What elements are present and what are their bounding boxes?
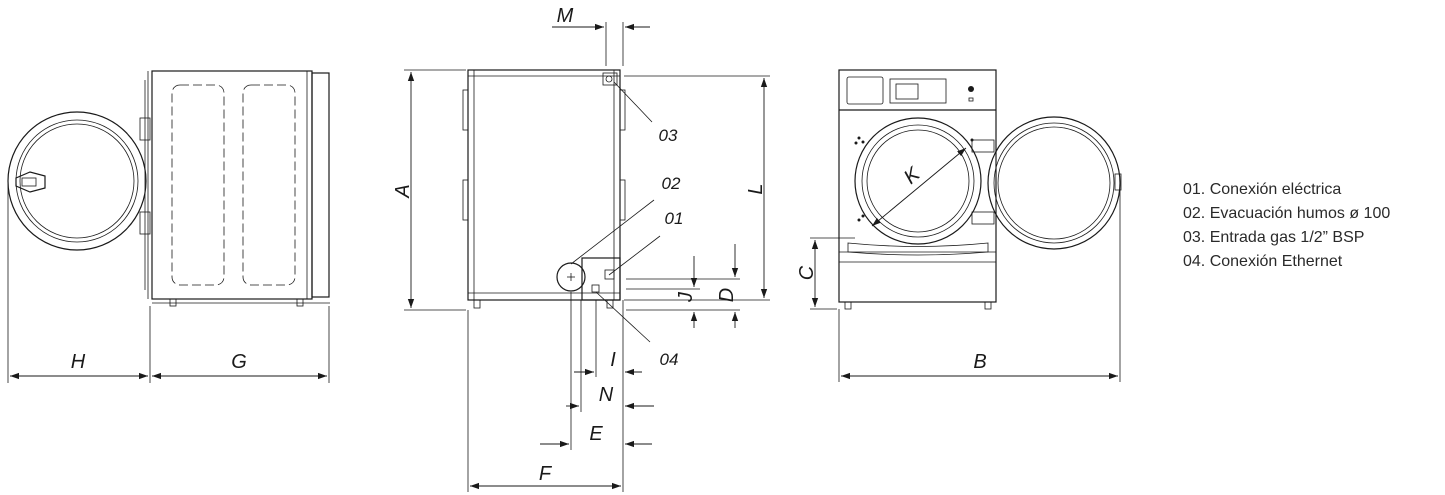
dim-label-e: E: [589, 423, 603, 445]
dim-label-h: H: [71, 351, 86, 373]
rear-foot: [473, 299, 481, 309]
ethernet-connection: [591, 284, 600, 293]
rear-foot: [606, 299, 614, 309]
dim-label-f: F: [539, 463, 553, 485]
dim-label-l: L: [745, 183, 767, 194]
dim-label-j: J: [675, 291, 697, 303]
side-hinge: [139, 211, 151, 235]
legend-item: 03. Entrada gas 1/2” BSP: [1183, 229, 1365, 246]
front-button: [968, 86, 974, 92]
exhaust-outlet: [556, 262, 586, 292]
dim-label-m: M: [557, 5, 574, 27]
front-control-panel: [889, 78, 947, 104]
front-door-ring-outer: [854, 117, 982, 245]
legend-item: 02. Evacuación humos ø 100: [1183, 205, 1391, 222]
side-foot: [169, 298, 177, 307]
dim-label-g: G: [231, 351, 247, 373]
side-back-panel: [311, 72, 330, 298]
dim-label-i: I: [610, 349, 616, 371]
electrical-connection: [604, 269, 615, 280]
front-hinge: [971, 211, 995, 225]
callout-03: 03: [659, 126, 678, 145]
callout-04: 04: [660, 350, 679, 369]
rear-service-box: [581, 257, 621, 301]
side-door-outer: [7, 111, 147, 251]
open-door-outer: [987, 116, 1121, 250]
side-door-inner: [15, 119, 139, 243]
front-foot: [844, 301, 852, 310]
side-cabinet: [151, 70, 313, 300]
front-foot: [984, 301, 992, 310]
side-hinge: [139, 117, 151, 141]
side-panel-left: [171, 84, 225, 286]
front-view: K C B: [796, 69, 1122, 382]
rear-cabinet: [467, 69, 621, 301]
open-door-latch: [1114, 173, 1122, 191]
side-foot: [296, 298, 304, 307]
dim-label-n: N: [599, 384, 614, 406]
front-hinge: [971, 139, 995, 153]
dim-label-a: A: [392, 184, 414, 198]
callout-02: 02: [662, 174, 681, 193]
front-handle-bar: [847, 242, 989, 256]
side-panel-right: [242, 84, 296, 286]
front-display: [846, 76, 884, 105]
rear-view: 03 02 01 04 M A L D J: [392, 5, 770, 492]
dim-label-d: D: [716, 288, 738, 302]
legend: 01. Conexión eléctrica 02. Evacuación hu…: [1183, 178, 1390, 274]
side-view: H G: [7, 70, 330, 383]
side-door-handle: [15, 171, 46, 193]
gas-inlet: [602, 72, 618, 86]
dim-label-c: C: [796, 265, 818, 280]
legend-item: 04. Conexión Ethernet: [1183, 253, 1343, 270]
legend-item: 01. Conexión eléctrica: [1183, 181, 1342, 198]
front-door-ring-inner: [861, 124, 975, 238]
dim-label-b: B: [973, 351, 986, 373]
open-door-inner: [993, 122, 1115, 244]
callout-01: 01: [665, 209, 684, 228]
dim-line-k: [871, 147, 967, 227]
front-cabinet: [838, 69, 997, 303]
